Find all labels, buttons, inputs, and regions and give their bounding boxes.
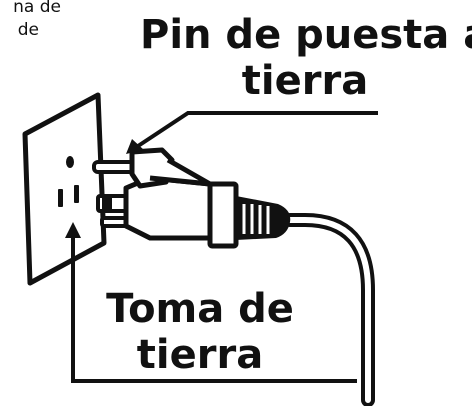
socket-leader [65, 222, 357, 383]
pin-label-line-1: Pin de puesta a [140, 12, 472, 58]
outlet-slots [58, 156, 79, 207]
pin-leader [126, 111, 378, 154]
partial-label-line-2: de [17, 20, 39, 40]
socket-label-line-2: tierra [136, 332, 264, 378]
strain-relief [236, 196, 291, 240]
wall-plate [22, 92, 107, 286]
pin-label-line-2: tierra [241, 58, 369, 104]
partial-label-line-1: na de [13, 0, 61, 17]
plug-body [123, 147, 239, 249]
power-cord [283, 213, 375, 407]
socket-label-line-1: Toma de [106, 286, 294, 332]
